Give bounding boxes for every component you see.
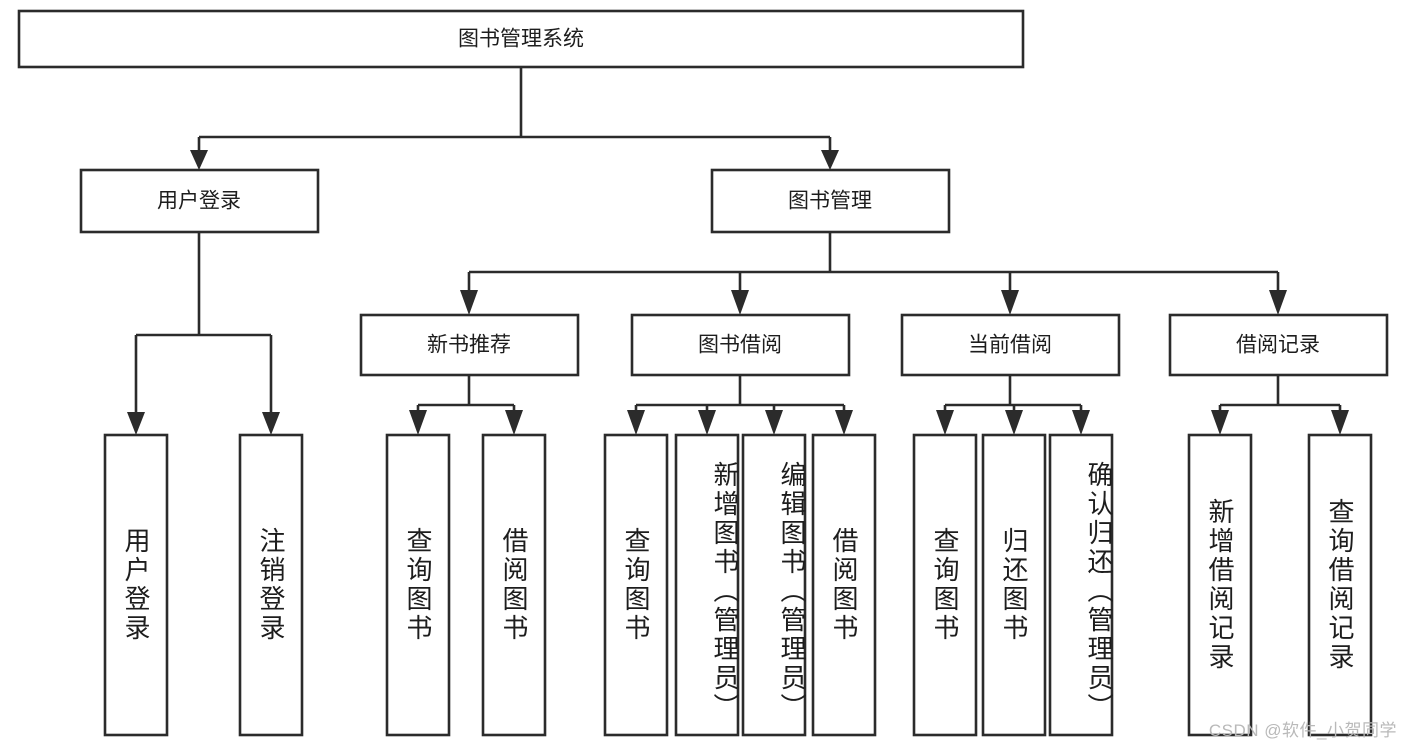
arrow-head-icon	[1005, 410, 1023, 435]
arrow-head-icon	[627, 410, 645, 435]
node-root[interactable]: 图书管理系统	[17, 9, 1025, 69]
connector-userlogin-to-leaves	[127, 232, 280, 435]
arrow-head-icon	[765, 410, 783, 435]
node-leaf-add-book-rect[interactable]	[674, 433, 740, 737]
node-book-manage[interactable]: 图书管理	[710, 168, 951, 234]
node-leaf-user-login-rect[interactable]	[103, 433, 169, 737]
arrow-head-icon	[460, 290, 478, 315]
node-leaf-confirm-return-rect[interactable]	[1048, 433, 1114, 737]
node-root-rect[interactable]	[17, 9, 1025, 69]
node-leaf-query-book-2-rect[interactable]	[603, 433, 669, 737]
arrow-head-icon	[262, 412, 280, 435]
arrow-head-icon	[731, 290, 749, 315]
connector-root-to-level1	[190, 67, 839, 170]
node-book-manage-rect[interactable]	[710, 168, 951, 234]
arrow-head-icon	[1072, 410, 1090, 435]
arrow-head-icon	[505, 410, 523, 435]
node-book-borrow-label: 图书借阅	[698, 334, 782, 357]
connector-currentborrow-to-leaves	[936, 375, 1090, 435]
node-root-label: 图书管理系统	[458, 28, 584, 51]
arrow-head-icon	[409, 410, 427, 435]
connector-borrowrecord-to-leaves	[1211, 375, 1349, 435]
watermark: CSDN @软件_小贺同学	[1208, 721, 1397, 740]
node-current-borrow-rect[interactable]	[900, 313, 1121, 377]
node-borrow-record-label: 借阅记录	[1236, 334, 1320, 357]
node-borrow-record-rect[interactable]	[1168, 313, 1389, 377]
arrow-head-icon	[698, 410, 716, 435]
node-book-borrow[interactable]: 图书借阅	[630, 313, 851, 377]
node-current-borrow[interactable]: 当前借阅	[900, 313, 1121, 377]
node-leaf-query-book-1-rect[interactable]	[385, 433, 451, 737]
node-new-book-recommend-rect[interactable]	[359, 313, 580, 377]
node-leaf-borrow-book-2-rect[interactable]	[811, 433, 877, 737]
node-new-book-recommend-label: 新书推荐	[427, 334, 511, 357]
arrow-head-icon	[936, 410, 954, 435]
arrow-head-icon	[821, 150, 839, 170]
arrow-head-icon	[127, 412, 145, 435]
node-leaf-add-record-rect[interactable]	[1187, 433, 1253, 737]
node-current-borrow-label: 当前借阅	[968, 334, 1052, 357]
node-leaf-borrow-book-1-rect[interactable]	[481, 433, 547, 737]
node-borrow-record[interactable]: 借阅记录	[1168, 313, 1389, 377]
leaf-node-group	[103, 433, 1373, 737]
node-leaf-edit-book-rect[interactable]	[741, 433, 807, 737]
node-book-borrow-rect[interactable]	[630, 313, 851, 377]
arrow-head-icon	[1211, 410, 1229, 435]
node-book-manage-label: 图书管理	[788, 190, 872, 213]
connector-bookborrow-to-leaves	[627, 375, 853, 435]
node-user-login[interactable]: 用户登录	[79, 168, 320, 234]
arrow-head-icon	[835, 410, 853, 435]
node-leaf-query-record-rect[interactable]	[1307, 433, 1373, 737]
node-leaf-return-book-rect[interactable]	[981, 433, 1047, 737]
connector-bookmanage-to-level2	[460, 232, 1287, 315]
node-user-login-rect[interactable]	[79, 168, 320, 234]
node-leaf-query-book-3-rect[interactable]	[912, 433, 978, 737]
node-user-login-label: 用户登录	[157, 190, 241, 213]
node-new-book-recommend[interactable]: 新书推荐	[359, 313, 580, 377]
node-leaf-logout-rect[interactable]	[238, 433, 304, 737]
arrow-head-icon	[190, 150, 208, 170]
connector-newbook-to-leaves	[409, 375, 523, 435]
arrow-head-icon	[1269, 290, 1287, 315]
arrow-head-icon	[1001, 290, 1019, 315]
arrow-head-icon	[1331, 410, 1349, 435]
